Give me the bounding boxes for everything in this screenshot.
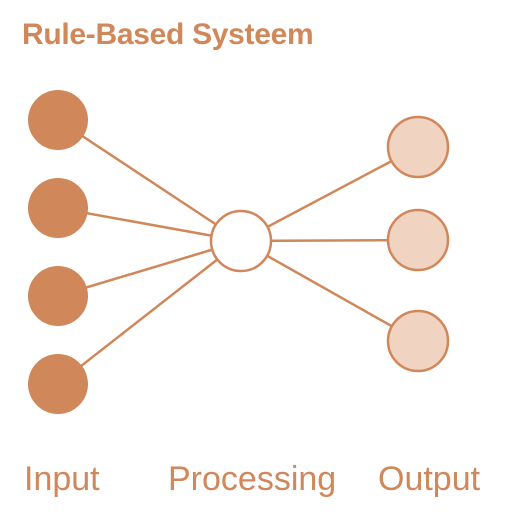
diagram-title: Rule-Based Systeem	[22, 18, 314, 51]
connections	[57, 118, 419, 385]
processing-label: Processing	[168, 460, 337, 498]
output-nodes	[386, 115, 450, 373]
output-node	[386, 309, 450, 373]
processing-nodes	[209, 209, 273, 273]
edge-output-1	[240, 145, 419, 243]
input-node	[28, 90, 88, 150]
input-nodes	[28, 90, 88, 414]
input-node	[28, 354, 88, 414]
processing-node	[209, 209, 273, 273]
input-label: Input	[24, 460, 100, 498]
input-node	[28, 266, 88, 326]
output-node	[386, 208, 450, 272]
edge-input-4	[57, 240, 242, 385]
edge-input-3	[57, 239, 242, 298]
output-node	[386, 115, 450, 179]
edge-output-3	[240, 239, 419, 343]
edge-input-1	[57, 118, 242, 243]
output-label: Output	[378, 460, 481, 498]
input-node	[28, 178, 88, 238]
